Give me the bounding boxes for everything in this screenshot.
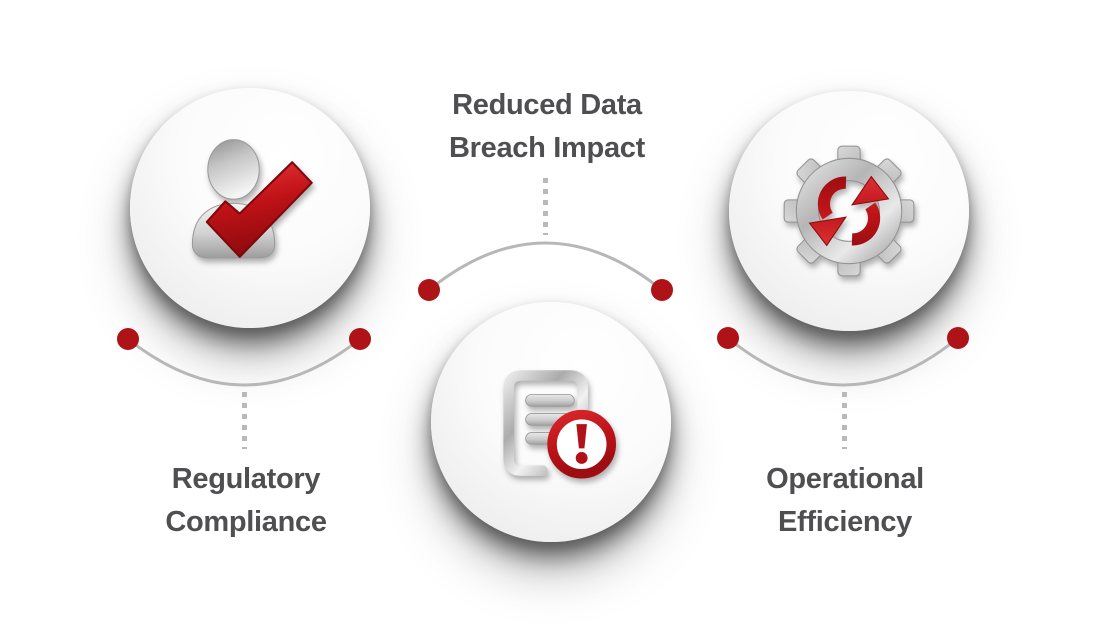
connector-arc-right bbox=[717, 327, 969, 387]
label-line-1: Regulatory bbox=[171, 463, 321, 495]
document-warning-icon bbox=[503, 370, 617, 479]
sync-arrow-down bbox=[808, 176, 848, 247]
label-line-2: Efficiency bbox=[778, 506, 912, 538]
label-line-1: Operational bbox=[766, 463, 924, 495]
document-outline bbox=[503, 370, 589, 476]
dotted-connector-right bbox=[842, 392, 847, 449]
connector-dot-left bbox=[717, 327, 739, 349]
feature-circle-operational-efficiency bbox=[729, 91, 969, 331]
dotted-connector-middle bbox=[543, 178, 548, 235]
exclamation-bar bbox=[576, 424, 587, 449]
sync-arrows bbox=[808, 175, 890, 247]
connector-dot-right bbox=[651, 279, 673, 301]
feature-circle-regulatory-compliance bbox=[130, 88, 370, 328]
connector-dot-left bbox=[418, 279, 440, 301]
arc-line bbox=[428, 241, 663, 292]
label-reduced-data-breach-impact: Reduced Data Breach Impact bbox=[397, 84, 697, 170]
connector-dot-right bbox=[349, 328, 371, 350]
gear-body bbox=[795, 157, 903, 265]
exclamation-dot bbox=[575, 452, 588, 464]
gear-sync-icon bbox=[783, 145, 915, 277]
feature-circle-reduced-data-breach-impact bbox=[431, 302, 671, 542]
user-check-icon bbox=[191, 139, 313, 259]
user-head bbox=[207, 139, 260, 200]
document-text-line bbox=[525, 394, 575, 407]
connector-dot-left bbox=[117, 328, 139, 350]
checkmark bbox=[205, 161, 313, 258]
dotted-connector-left bbox=[242, 392, 247, 449]
arc-line bbox=[727, 336, 959, 387]
connector-arc-middle bbox=[418, 241, 673, 301]
label-operational-efficiency: Operational Efficiency bbox=[695, 458, 995, 544]
sync-arrow-up bbox=[850, 175, 890, 246]
label-line-1: Reduced Data bbox=[452, 89, 642, 121]
label-line-2: Breach Impact bbox=[449, 132, 645, 164]
label-regulatory-compliance: Regulatory Compliance bbox=[96, 458, 396, 544]
connector-dot-right bbox=[947, 327, 969, 349]
arc-line bbox=[127, 337, 361, 387]
label-line-2: Compliance bbox=[165, 506, 327, 538]
connector-arc-left bbox=[117, 328, 371, 387]
